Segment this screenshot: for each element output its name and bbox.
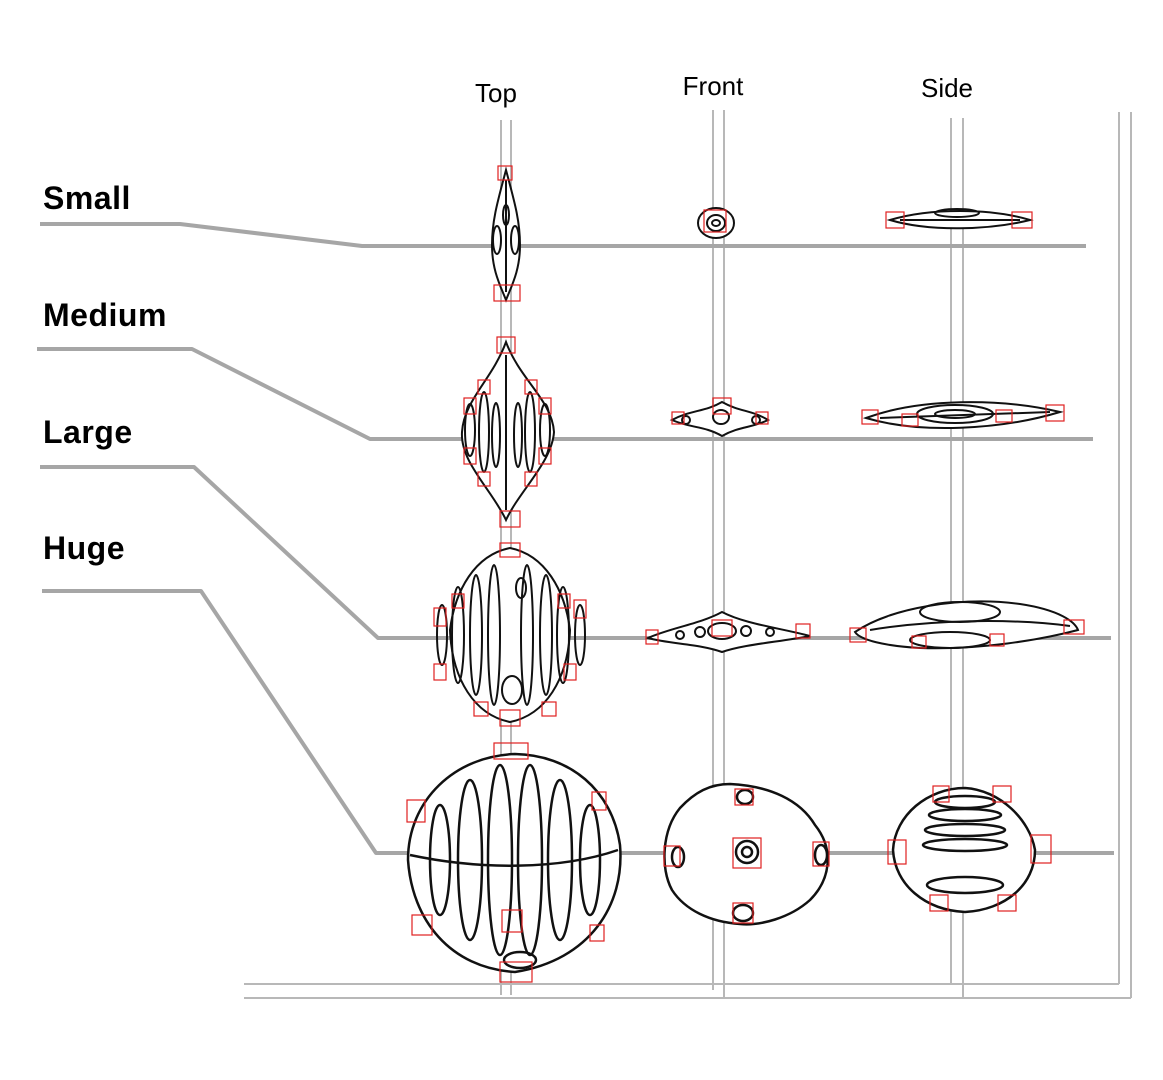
small-front-view (697, 207, 735, 239)
row-label-large: Large (43, 414, 133, 450)
row-label-huge: Huge (43, 530, 125, 566)
large-front-view (645, 610, 811, 654)
bottom-baselines (244, 983, 1131, 999)
row-label-small: Small (43, 180, 131, 216)
attachment-markers (406, 165, 1085, 983)
column-label-front: Front (682, 71, 744, 101)
huge-top-view (406, 752, 622, 974)
medium-top-view (460, 339, 556, 523)
column-label-top: Top (475, 78, 517, 108)
huge-side-view (891, 786, 1037, 914)
leader-small (40, 222, 1086, 248)
column-label-side: Side (920, 73, 974, 103)
small-side-view (886, 208, 1034, 230)
leader-medium (37, 347, 1093, 441)
row-leader-lines (37, 222, 1114, 855)
medium-side-view (862, 401, 1064, 429)
row-label-medium: Medium (43, 297, 167, 333)
large-side-view (853, 600, 1080, 650)
small-top-view (490, 166, 522, 303)
large-top-view (436, 546, 586, 724)
medium-front-view (669, 400, 771, 438)
